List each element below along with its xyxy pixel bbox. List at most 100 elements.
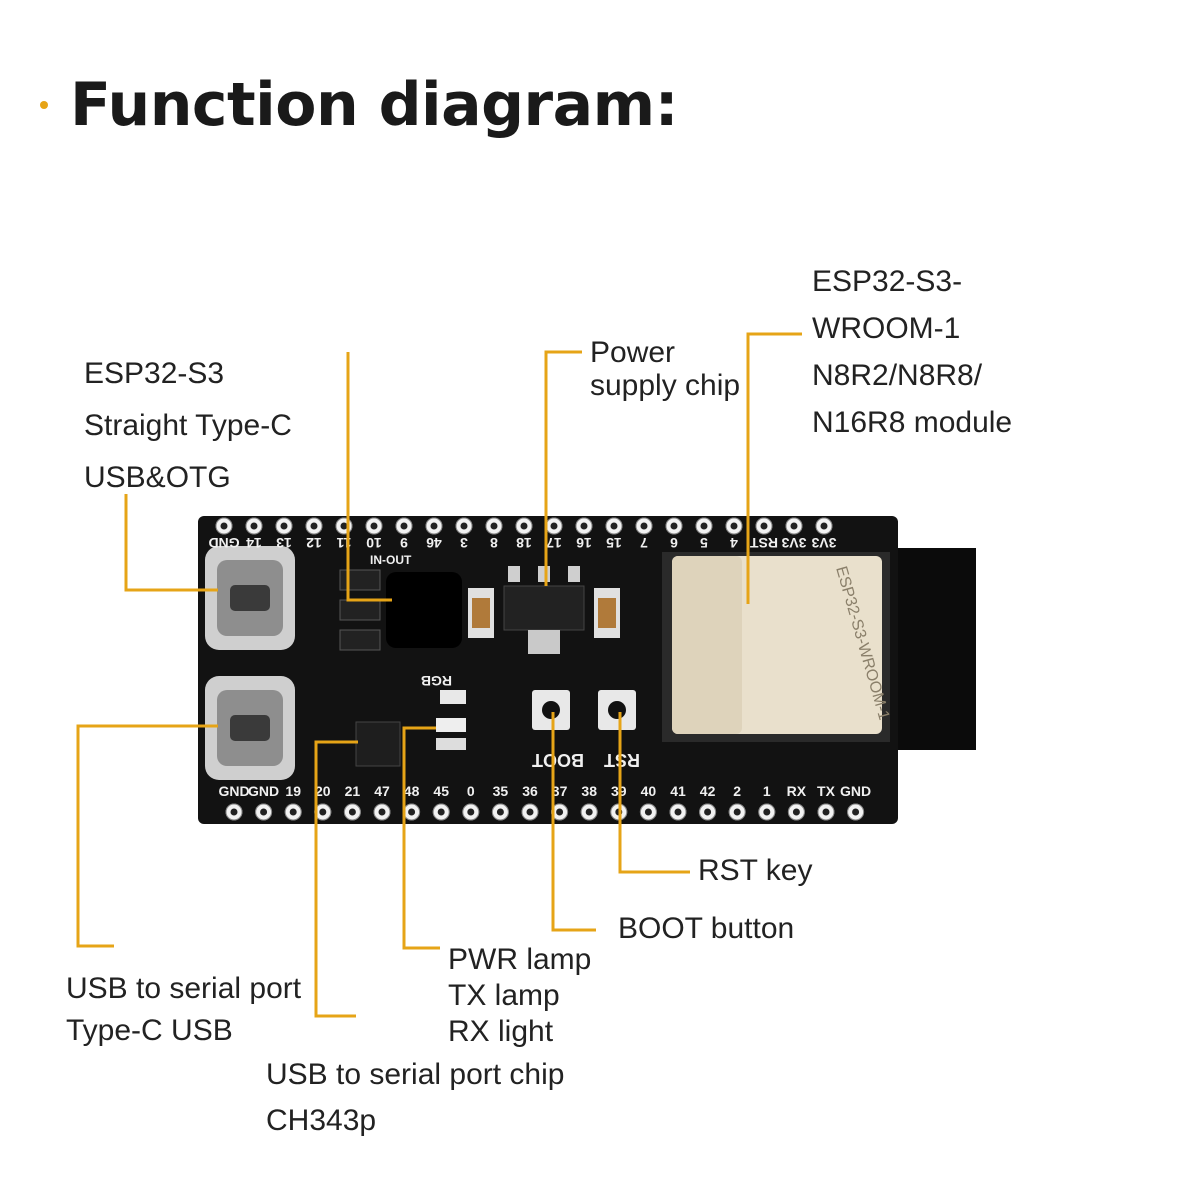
pin-label: 16 — [576, 535, 592, 551]
label-usb-serial: USB to serial port Type-C USB — [66, 968, 301, 1052]
pin-label: 0 — [467, 783, 475, 799]
label-line: PWR lamp — [448, 943, 592, 976]
label-line: supply chip — [590, 369, 741, 402]
leader-serial-chip — [314, 740, 358, 1018]
pin-label: 14 — [246, 535, 262, 551]
pin-label: 41 — [670, 783, 686, 799]
pin-label: GND — [218, 783, 249, 799]
header-pin-hole — [760, 522, 768, 530]
header-pin-hole — [460, 522, 468, 530]
main-chip — [386, 572, 462, 648]
pin-label: 40 — [641, 783, 657, 799]
boot-button[interactable] — [532, 690, 570, 730]
header-pin-hole — [260, 808, 268, 816]
silk-rst: RST — [604, 750, 640, 770]
pin-label: 42 — [700, 783, 716, 799]
pin-label: 15 — [606, 535, 622, 551]
pin-label: GND — [248, 783, 279, 799]
leader-rst — [618, 712, 690, 874]
pin-label: 37 — [552, 783, 568, 799]
label-module: ESP32-S3- WROOM-1 N8R2/N8R8/ N16R8 modul… — [812, 258, 1012, 446]
label-line: BOOT button — [618, 912, 795, 945]
leader-usb-serial — [76, 724, 218, 948]
label-rst-key: RST key — [698, 856, 812, 886]
pin-label: 6 — [670, 535, 678, 551]
silk-rgb: RGB — [421, 673, 452, 689]
pin-label: 8 — [490, 535, 498, 551]
tx-rx-led — [436, 738, 466, 750]
label-line: RX light — [448, 1015, 554, 1048]
pin-label: 4 — [730, 535, 738, 551]
header-pin-hole — [763, 808, 771, 816]
header-pin-hole — [644, 808, 652, 816]
header-pin-hole — [490, 522, 498, 530]
header-pin-hole — [580, 522, 588, 530]
label-line: WROOM-1 — [812, 312, 961, 345]
pin-label: 45 — [433, 783, 449, 799]
pin-label: 47 — [374, 783, 390, 799]
rgb-led — [440, 690, 466, 704]
pwr-led — [436, 718, 466, 732]
pin-label: GND — [208, 535, 239, 551]
pin-label: 19 — [285, 783, 301, 799]
pin-label: 21 — [345, 783, 361, 799]
header-pin-hole — [700, 522, 708, 530]
pin-label: 10 — [366, 535, 382, 551]
pin-label: TX — [817, 783, 836, 799]
pin-label: 36 — [522, 783, 538, 799]
silk-boot: BOOT — [532, 750, 584, 770]
header-pin-hole — [670, 522, 678, 530]
header-pin-hole — [822, 808, 830, 816]
pin-label: 13 — [276, 535, 292, 551]
header-pin-hole — [730, 522, 738, 530]
header-pin-hole — [674, 808, 682, 816]
label-line: RST key — [698, 854, 813, 887]
header-pin-hole — [370, 522, 378, 530]
pin-label: 3 — [460, 535, 468, 551]
leader-in-out — [346, 352, 392, 602]
pin-label: 1 — [763, 783, 771, 799]
pin-label: 12 — [306, 535, 322, 551]
capacitor — [468, 588, 494, 638]
label-serial-chip: USB to serial port chip CH343p — [266, 1052, 564, 1144]
header-pin-hole — [610, 522, 618, 530]
header-pin-hole — [852, 808, 860, 816]
leader-boot — [551, 712, 596, 932]
silk-in-out: IN-OUT — [370, 553, 412, 567]
rst-button[interactable] — [598, 690, 636, 730]
label-line: Type-C USB — [66, 1014, 233, 1047]
header-pin-hole — [280, 522, 288, 530]
label-line: N8R2/N8R8/ — [812, 359, 983, 392]
label-line: USB to serial port — [66, 972, 302, 1005]
header-pin-hole — [319, 808, 327, 816]
pin-label: GND — [840, 783, 871, 799]
pin-label: RST — [750, 535, 778, 551]
header-pin-hole — [585, 808, 593, 816]
pin-label: 17 — [546, 535, 562, 551]
smd-component — [339, 599, 381, 621]
header-pin-hole — [640, 522, 648, 530]
header-pin-hole — [289, 808, 297, 816]
label-line: TX lamp — [448, 979, 560, 1012]
dev-board: ESP32-S3-WROOM-1 IN-OUT RGB BOOT RST GND… — [198, 516, 976, 824]
label-typec-otg: ESP32-S3 Straight Type-C USB&OTG — [84, 348, 292, 504]
header-pin-hole — [437, 808, 445, 816]
serial-chip — [355, 721, 401, 767]
pin-label: 2 — [733, 783, 741, 799]
header-pin-hole — [550, 522, 558, 530]
otg-usb-c-port — [205, 546, 295, 650]
header-pin-hole — [467, 808, 475, 816]
label-line: Straight Type-C — [84, 409, 292, 442]
header-pin-hole — [792, 808, 800, 816]
leader-lamps — [402, 726, 440, 950]
label-lamps: PWR lamp TX lamp RX light — [448, 942, 591, 1050]
leader-power-chip — [544, 350, 582, 586]
header-pin-hole — [348, 808, 356, 816]
pin-label: 3V3 — [781, 535, 806, 551]
pin-label: 20 — [315, 783, 331, 799]
header-pin-hole — [400, 522, 408, 530]
pin-label: 46 — [426, 535, 442, 551]
leader-typec-otg — [124, 494, 218, 592]
label-boot-button: BOOT button — [618, 914, 794, 944]
